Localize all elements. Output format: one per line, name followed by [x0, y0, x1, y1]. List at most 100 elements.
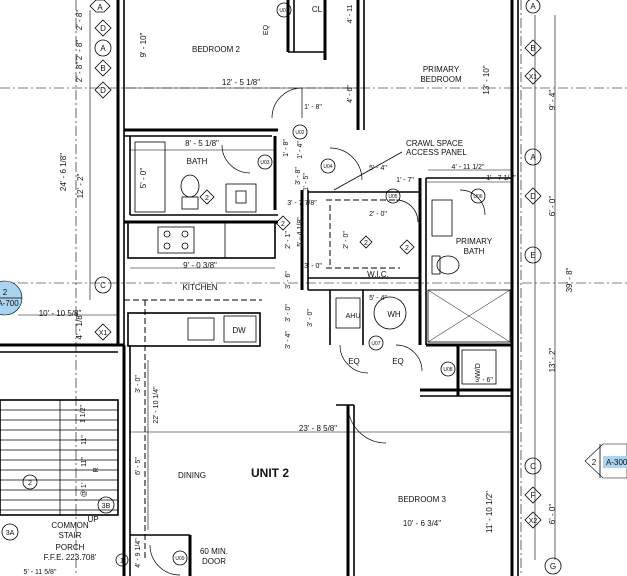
svg-text:4' - 1/8": 4' - 1/8" — [75, 312, 84, 339]
grid-bubble-right-x2: X2 — [524, 511, 542, 529]
label-wd: W/D — [475, 363, 482, 377]
svg-text:1' - 8": 1' - 8" — [283, 139, 290, 157]
svg-text:3' - 0": 3' - 0" — [304, 263, 322, 270]
svg-text:F: F — [531, 491, 536, 500]
label-eq-left: EQ — [348, 357, 360, 366]
door-swing — [221, 144, 251, 174]
svg-text:A: A — [530, 153, 536, 162]
stair-marker-3b: 3B — [97, 496, 115, 514]
door-swing — [395, 199, 419, 223]
svg-text:B: B — [530, 44, 535, 53]
svg-text:10' - 6 3/4": 10' - 6 3/4" — [403, 519, 441, 528]
stair-treads — [0, 409, 118, 511]
room-labels: BEDROOM 2 PRIMARY BEDROOM BATH KITCHEN W… — [44, 45, 493, 566]
svg-text:D: D — [100, 24, 106, 33]
label-bath: BATH — [187, 157, 208, 166]
crawl-space-1: CRAWL SPACE — [406, 139, 463, 148]
svg-text:5' - 11 5/8": 5' - 11 5/8" — [24, 569, 57, 576]
section-flag-a300: 2 A-300 — [584, 443, 627, 479]
svg-text:3' - 7 7/8": 3' - 7 7/8" — [287, 200, 317, 207]
svg-text:1: 1 — [120, 558, 124, 565]
label-exit-1: 60 MIN. — [200, 547, 228, 556]
svg-text:3A: 3A — [6, 530, 15, 537]
svg-text:A-300: A-300 — [606, 458, 627, 467]
elev-marker-2: 2 — [399, 239, 415, 255]
stair-marker-3a: 3A — [1, 523, 19, 541]
elev-marker-1: 2 — [199, 189, 215, 205]
label-primary-bath-2: BATH — [464, 247, 485, 256]
grid-bubble-left-b: B — [94, 59, 112, 77]
svg-text:5' - 4": 5' - 4" — [369, 165, 387, 172]
label-wh: WH — [387, 310, 401, 319]
grid-bubble-right-a: A — [524, 148, 542, 166]
primary-vanity — [431, 199, 453, 237]
label-primary-bedroom-2: BEDROOM — [420, 75, 462, 84]
svg-text:3' - 0": 3' - 0" — [285, 304, 292, 322]
svg-text:24' - 6 1/8": 24' - 6 1/8" — [59, 153, 68, 191]
svg-text:10' - 10 5/8": 10' - 10 5/8" — [39, 309, 82, 318]
toilet-bath — [180, 174, 200, 198]
svg-text:@ 1': @ 1' — [81, 483, 88, 497]
svg-text:13' - 2": 13' - 2" — [548, 347, 557, 372]
label-exit-2: DOOR — [202, 557, 226, 566]
svg-text:1' - 7": 1' - 7" — [396, 177, 414, 184]
svg-text:5' - 4 1/8": 5' - 4 1/8" — [297, 217, 304, 247]
svg-text:U04: U04 — [323, 164, 332, 170]
dimension-lines — [18, 10, 556, 560]
label-ffe: F.F.E. 223.708' — [44, 553, 97, 562]
dimension-text: 9' - 10" 12' - 5 1/8" 1' - 8" 8' - 5 1/8… — [24, 5, 574, 576]
svg-text:23' - 8 5/8": 23' - 8 5/8" — [299, 424, 337, 433]
fixture-labels: CL EQ DW AHU WH W/D EQ EQ UP — [87, 5, 482, 524]
door-swing — [271, 87, 303, 119]
label-common-2: STAIR — [59, 531, 82, 540]
svg-text:3' - 4": 3' - 4" — [285, 331, 292, 349]
svg-text:3' - 6": 3' - 6" — [285, 271, 292, 289]
label-wic: W.I.C. — [367, 270, 389, 279]
svg-text:9' - 4": 9' - 4" — [548, 90, 557, 111]
label-dw: DW — [232, 326, 246, 335]
svg-text:U02: U02 — [295, 130, 304, 136]
doors — [149, 87, 486, 576]
svg-text:2' - 1": 2' - 1" — [285, 231, 292, 249]
svg-text:8' - 5 1/8": 8' - 5 1/8" — [185, 139, 219, 148]
svg-text:3' - 0": 3' - 0" — [307, 309, 314, 327]
label-porch: PORCH — [56, 543, 85, 552]
svg-text:2' - 0": 2' - 0" — [343, 231, 350, 249]
label-bedroom-2: BEDROOM 2 — [192, 45, 241, 54]
svg-text:A: A — [97, 3, 103, 12]
svg-text:13' - 10": 13' - 10" — [482, 65, 491, 94]
svg-text:U01: U01 — [279, 8, 288, 14]
svg-text:R: R — [93, 467, 100, 472]
dashed-lines — [124, 199, 400, 576]
svg-text:E: E — [530, 251, 535, 260]
svg-text:12' - 2": 12' - 2" — [76, 173, 85, 198]
door-tag-u02: U02 — [292, 124, 308, 140]
svg-text:3' - 0": 3' - 0" — [135, 375, 142, 393]
svg-text:2: 2 — [281, 221, 285, 228]
burner — [163, 242, 171, 250]
label-eq-top: EQ — [263, 24, 270, 35]
svg-text:B: B — [100, 64, 105, 73]
label-primary-bedroom-1: PRIMARY — [423, 65, 460, 74]
burner — [181, 230, 189, 238]
svg-text:11' - 10 1/2": 11' - 10 1/2" — [485, 491, 494, 533]
door-tag-u07: U07 — [368, 335, 384, 351]
svg-text:2: 2 — [592, 458, 597, 467]
svg-text:G: G — [550, 562, 556, 571]
svg-text:4' - 11: 4' - 11 — [347, 5, 354, 24]
svg-text:9' - 0 3/8": 9' - 0 3/8" — [183, 261, 217, 270]
stair-marker-2: 2 — [22, 474, 38, 490]
svg-text:4' - 11 1/2": 4' - 11 1/2" — [452, 164, 485, 171]
svg-text:1' - 7 1/4": 1' - 7 1/4" — [486, 175, 516, 182]
grid-bubble-left-c: C — [94, 276, 112, 294]
grid-bubble-right-c: C — [524, 457, 542, 475]
door-tag-u01: U01 — [276, 2, 292, 18]
grid-bubble-left-d1: D — [94, 19, 112, 37]
walls — [0, 0, 519, 576]
label-kitchen: KITCHEN — [182, 283, 217, 292]
elev-marker-3: 2 — [275, 215, 291, 231]
kitchen-sink — [187, 317, 215, 341]
grid-bubble-right-x1: X1 — [524, 67, 542, 85]
door-tag-u08: U08 — [440, 361, 456, 377]
svg-text:2' - 0": 2' - 0" — [369, 211, 387, 218]
